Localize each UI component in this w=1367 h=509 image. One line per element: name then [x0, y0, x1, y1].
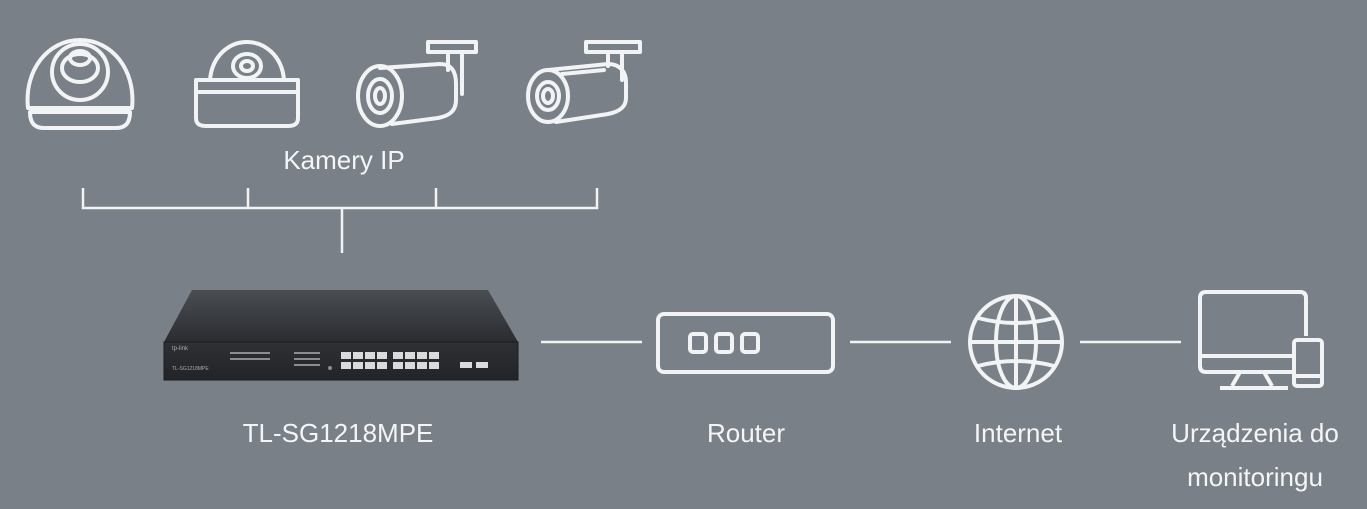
- bullet-camera-icon-2: [526, 40, 642, 124]
- router-icon: [656, 312, 835, 374]
- switch-model-text: TL-SG1218MPE: [172, 366, 209, 372]
- switch-label: TL-SG1218MPE: [242, 418, 434, 448]
- switch-device: [163, 290, 519, 381]
- monitoring-label: Urządzenia do monitoringu: [1171, 418, 1339, 492]
- switch-brand-text: tp-link: [172, 346, 189, 352]
- ceiling-dome-camera-icon: [194, 40, 300, 128]
- switch-ports: [341, 352, 488, 369]
- camera-connection-lines: [81, 188, 599, 253]
- globe-icon: [968, 294, 1064, 390]
- monitor-device-icon: [1198, 290, 1308, 390]
- bullet-camera-icon: [356, 40, 478, 128]
- internet-label: Internet: [973, 418, 1063, 448]
- cameras-label: Kamery IP: [283, 145, 405, 175]
- router-label: Router: [706, 418, 786, 448]
- phone-icon: [1292, 338, 1324, 388]
- dome-camera-icon: [25, 38, 135, 130]
